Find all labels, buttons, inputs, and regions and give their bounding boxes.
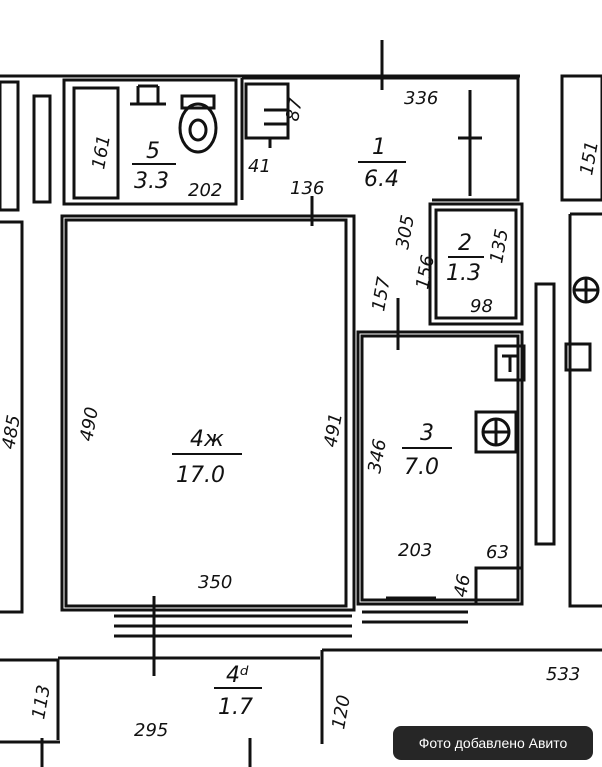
dim-161: 161 <box>88 133 115 170</box>
window-line-2 <box>362 610 468 624</box>
balcony-right <box>320 648 602 744</box>
room-area-5: 3.3 <box>134 169 169 194</box>
left-top-room-wall <box>0 80 20 212</box>
dim-295: 295 <box>134 720 168 741</box>
room-labels: 1 6.4 2 1.3 3 7.0 4ж 17.0 4ᵈ 1.7 5 3.3 <box>132 135 484 720</box>
dim-350: 350 <box>198 572 232 593</box>
room-area-4: 17.0 <box>176 463 225 488</box>
dim-113: 113 <box>28 683 55 720</box>
stove <box>474 410 518 454</box>
dim-491: 491 <box>320 411 347 448</box>
balcony-tick <box>40 738 252 767</box>
ventilation-shaft <box>474 566 524 606</box>
dim-136: 136 <box>290 178 324 199</box>
dim-63: 63 <box>486 542 509 563</box>
room-number-4d: 4ᵈ <box>226 663 249 688</box>
dim-41: 41 <box>248 156 271 177</box>
dim-157: 157 <box>368 275 395 313</box>
room-number-3: 3 <box>420 421 434 446</box>
room-number-5: 5 <box>146 139 160 164</box>
stove-burner <box>481 417 511 447</box>
room-area-2: 1.3 <box>446 261 481 286</box>
room-area-4d: 1.7 <box>218 695 253 720</box>
toilet <box>178 102 218 154</box>
dim-202: 202 <box>188 180 222 201</box>
living-room-wall <box>60 214 356 612</box>
dim-98: 98 <box>470 296 493 317</box>
window-line <box>114 614 352 638</box>
watermark-badge: Фото добавлено Авито <box>393 726 593 760</box>
stove-cross <box>484 420 508 444</box>
dim-46: 46 <box>450 573 475 599</box>
dimension-labels: 336 87 41 202 136 161 151 305 156 135 98… <box>0 88 602 741</box>
dim-533: 533 <box>546 664 580 685</box>
right-room-wall <box>560 74 602 202</box>
storage-wall <box>428 202 524 326</box>
closet-door <box>264 108 288 148</box>
right-stove-cross <box>574 278 598 302</box>
dim-203: 203 <box>398 540 432 561</box>
right-sink <box>564 342 592 372</box>
dim-490: 490 <box>76 405 103 442</box>
dim-tick-1 <box>458 90 482 196</box>
kitchen-inner <box>360 334 520 602</box>
corridor-wall <box>242 76 520 202</box>
toilet-tank <box>180 94 216 110</box>
dim-87: 87 <box>282 96 307 123</box>
corridor-column <box>32 94 52 204</box>
living-room-inner <box>64 218 348 608</box>
left-room-wall <box>0 220 24 614</box>
room-number-4: 4ж <box>190 427 224 452</box>
room-number-2: 2 <box>458 231 472 256</box>
right-column <box>534 282 556 546</box>
balcony-wall <box>0 656 320 744</box>
room-number-1: 1 <box>372 135 386 160</box>
dim-151: 151 <box>576 139 602 176</box>
bathroom-wall <box>62 78 238 206</box>
dim-336: 336 <box>404 88 438 109</box>
dim-135: 135 <box>486 227 513 264</box>
sink <box>130 84 166 106</box>
room-area-3: 7.0 <box>404 455 439 480</box>
storage-inner <box>434 208 518 320</box>
kitchen-sink <box>494 344 526 382</box>
dim-305: 305 <box>392 213 419 250</box>
dim-346: 346 <box>364 437 391 474</box>
bathtub <box>72 86 120 200</box>
dim-120: 120 <box>328 693 355 730</box>
toilet-inner <box>188 118 208 142</box>
right-room-2 <box>568 212 602 608</box>
kitchen-sink-tap <box>502 354 518 372</box>
room-area-1: 6.4 <box>364 167 399 192</box>
